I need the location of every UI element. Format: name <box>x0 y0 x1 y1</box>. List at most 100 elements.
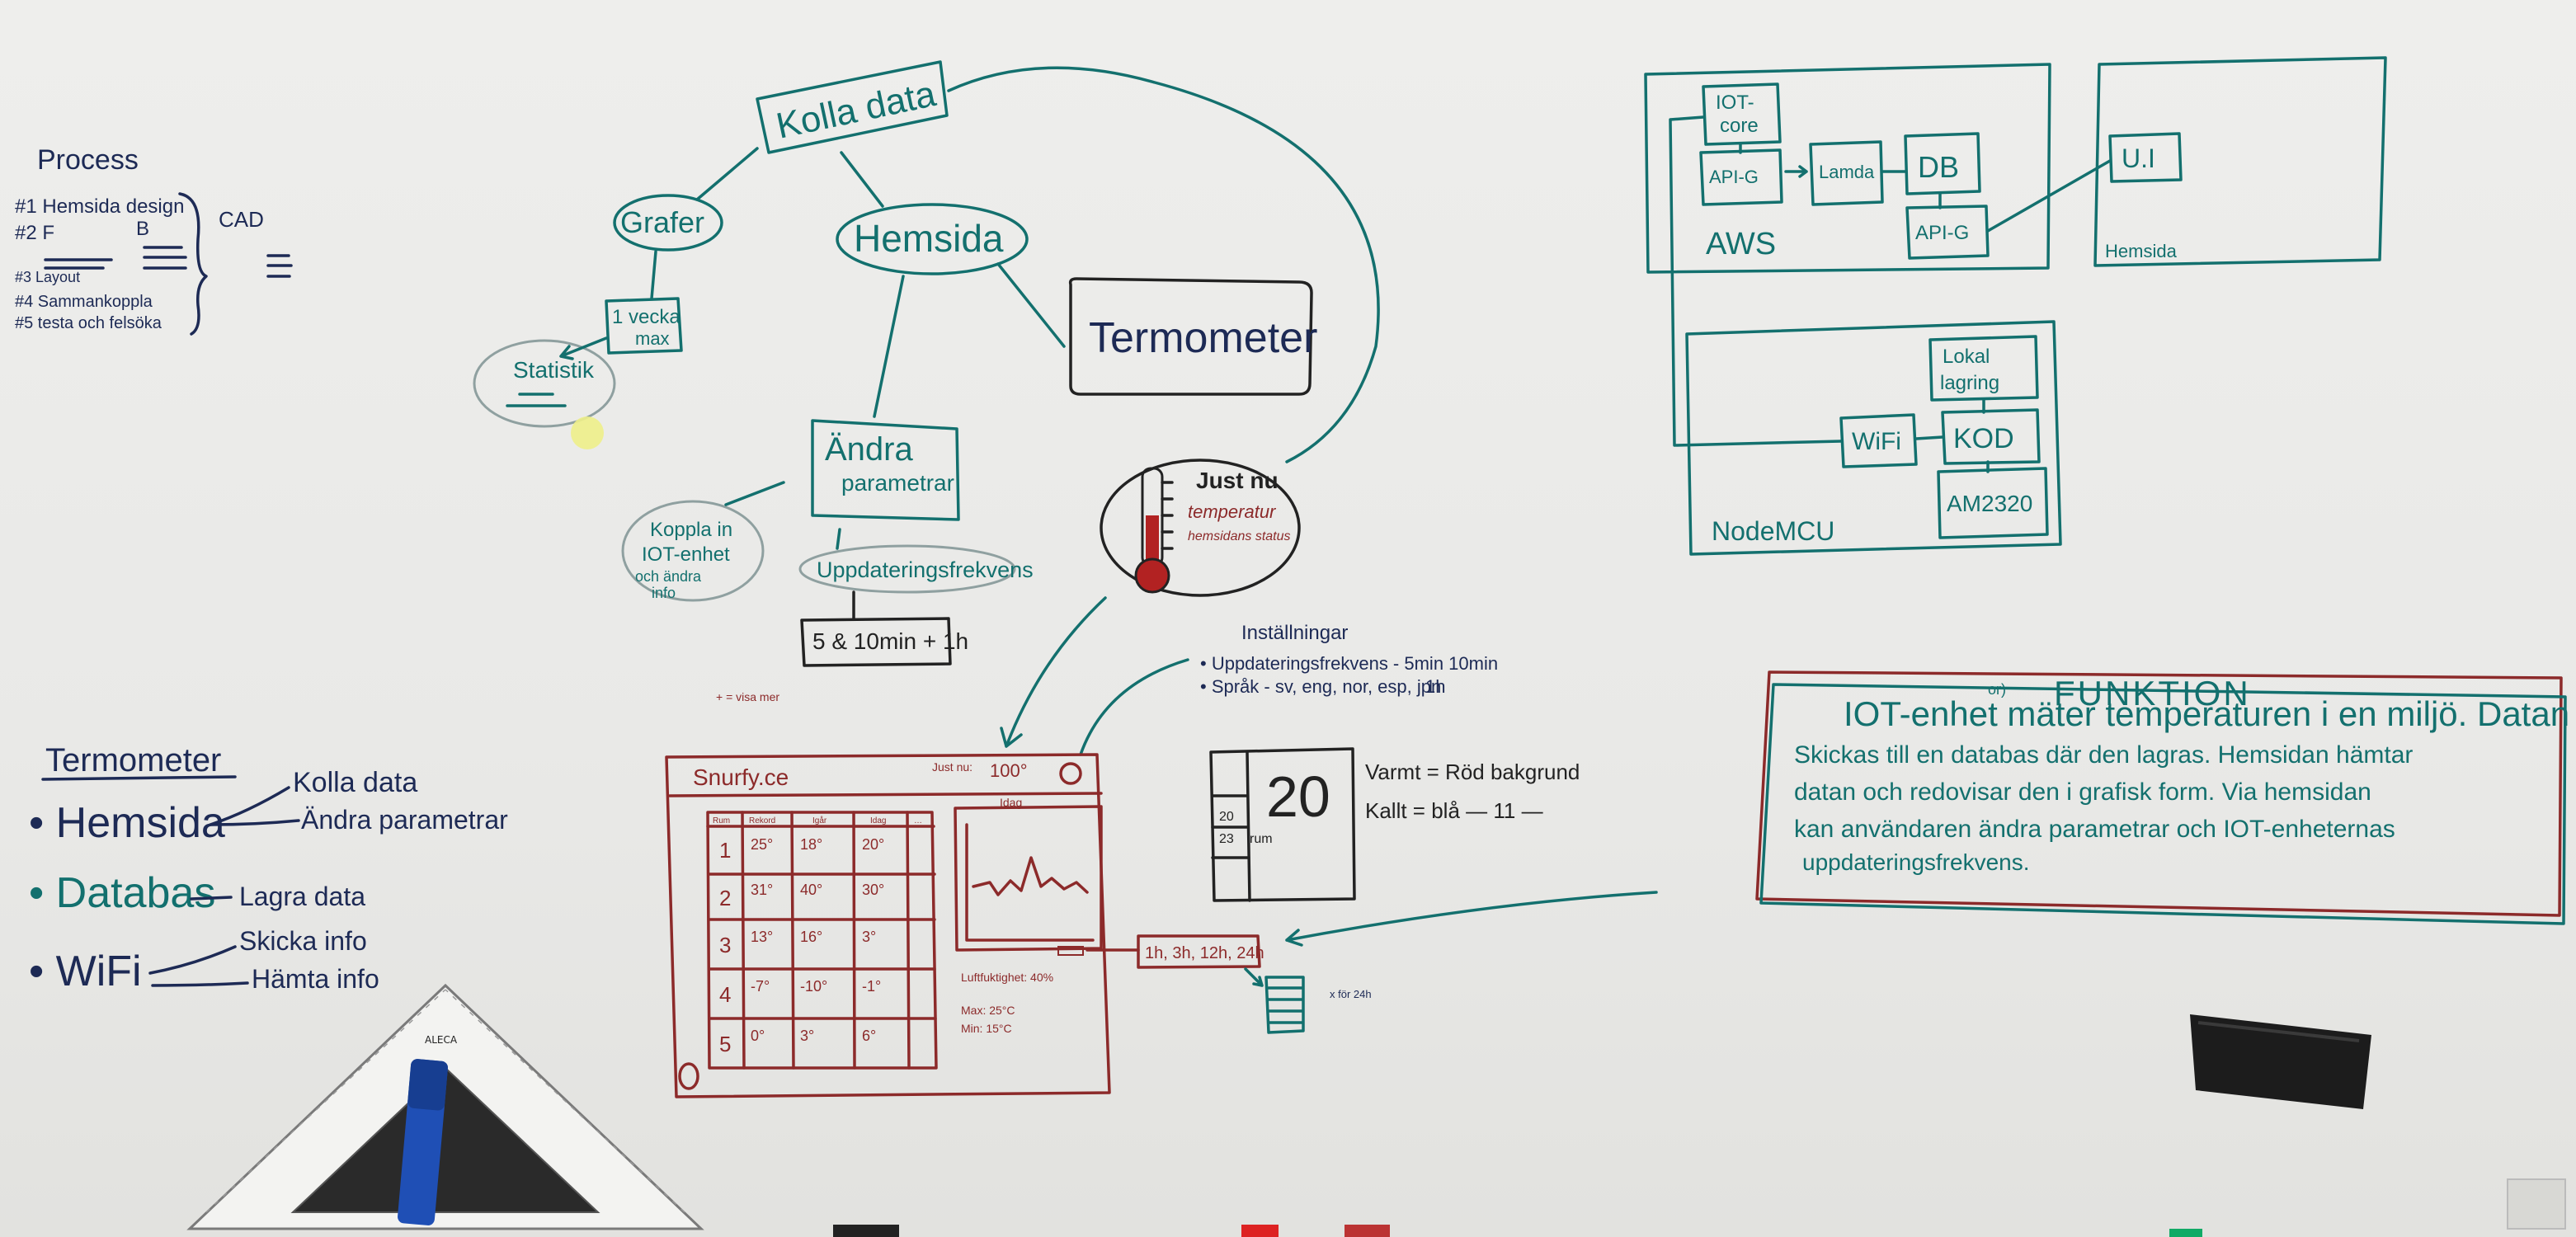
row-3-a: 13° <box>751 929 773 945</box>
aws-label: AWS <box>1706 227 1776 261</box>
lokal-label-1: Lokal <box>1943 346 1990 368</box>
sketch-just-nu: Just nu: <box>932 760 972 774</box>
thermo-ticks <box>1161 481 1174 550</box>
process-scribbles <box>44 246 293 278</box>
tray-marker-black <box>833 1225 899 1237</box>
termometer-box <box>1068 277 1313 396</box>
ui-box <box>2108 132 2183 183</box>
statistik-ellipse <box>473 339 616 428</box>
list-hemsida-branches <box>209 786 300 826</box>
koppla-label-4: info <box>652 585 676 601</box>
timeframes-label: 1h, 3h, 12h, 24h <box>1145 944 1264 962</box>
funktion-section: FUNKTION or) IOT-enhet mäter temperature… <box>1285 670 2569 947</box>
iot-core-box <box>1702 82 1782 146</box>
hemsida-link <box>840 151 884 208</box>
process-brace <box>178 192 208 336</box>
tray-marker-green <box>2169 1229 2202 1237</box>
sketch-brand: Snurfy.ce <box>693 764 789 790</box>
row-5-num: 5 <box>719 1032 731 1056</box>
process-line-4: #4 Sammankoppla <box>15 293 153 311</box>
sketch-col-3: Idag <box>870 816 886 825</box>
termometer-list-underline <box>41 775 237 781</box>
hemsida-ellipse <box>836 203 1029 275</box>
iot-core-label-2: core <box>1720 115 1759 137</box>
wifi-to-iot-link <box>1669 115 1843 447</box>
row-2-a: 31° <box>751 882 773 898</box>
list-wifi-branches <box>148 945 249 987</box>
circle-to-sketch-arrow <box>1000 596 1107 748</box>
vecka-link <box>650 250 657 300</box>
row-1-num: 1 <box>719 838 731 863</box>
hemsida-box <box>2093 56 2387 267</box>
sketch-col-2: Igår <box>812 816 827 825</box>
sketch-graph-line <box>972 856 1089 896</box>
installningar-section: Inställningar • Uppdateringsfrekvens - 5… <box>1079 622 1498 756</box>
statistik-subtext <box>506 393 567 407</box>
kolla-data-box <box>756 60 949 154</box>
api-to-ui-link <box>1986 159 2112 233</box>
graph-timeframe-button <box>1057 946 1084 956</box>
list-lagra: Lagra data <box>239 882 365 911</box>
sketch-header-line <box>668 792 1103 797</box>
process-line-2a: #2 F <box>15 222 54 244</box>
uppdatering-label: Uppdateringsfrekvens <box>817 557 1034 582</box>
hemsida-label: Hemsida <box>854 217 1004 260</box>
process-line-5: #5 testa och felsöka <box>15 314 162 332</box>
funktion-title: FUNKTION <box>2054 674 2251 713</box>
row-3-c: 3° <box>862 929 876 945</box>
mindmap-section: Kolla data Grafer Hemsida Termometer 1 v… <box>473 60 1380 748</box>
statistik-arrow <box>559 336 608 360</box>
ruler-scale <box>205 989 685 1213</box>
koppla-link <box>724 481 785 506</box>
lambda-box <box>1809 140 1884 206</box>
intervals-box <box>800 617 952 667</box>
per-24h-note: x för 24h <box>1330 988 1372 1000</box>
sketch-min: Min: 15°C <box>961 1022 1012 1035</box>
process-cad: CAD <box>219 207 264 232</box>
row-4-a: -7° <box>751 978 770 995</box>
list-hamta: Hämta info <box>252 964 379 994</box>
termometer-label: Termometer <box>1089 314 1317 362</box>
just-nu-temperatur: temperatur <box>1188 501 1277 522</box>
funktion-line-3: datan och redovisar den i grafisk form. … <box>1794 778 2371 806</box>
koppla-label-1: Koppla in <box>650 519 732 541</box>
api-to-lambda-arrow <box>1784 165 1808 178</box>
sensor-label: AM2320 <box>1947 491 2032 516</box>
widget-value: 20 <box>1266 764 1330 829</box>
row-3-num: 3 <box>719 933 731 957</box>
eraser-highlight <box>2197 1021 2360 1042</box>
funktion-line-4: kan användaren ändra parametrar och IOT-… <box>1794 816 2395 843</box>
widget-box <box>1209 747 1356 902</box>
yellow-smudge <box>571 416 604 449</box>
funktion-red-box <box>1755 670 2563 917</box>
widget-t2: 23 <box>1219 832 1234 846</box>
vecka-label-2: max <box>635 328 670 349</box>
widget-kallt: Kallt = blå — 11 — <box>1365 798 1543 823</box>
uppdatering-link <box>836 528 841 550</box>
koppla-label-2: IOT-enhet <box>642 543 730 566</box>
vecka-box <box>605 297 683 355</box>
row-3-b: 16° <box>800 929 822 945</box>
uppdatering-ellipse <box>798 544 1016 594</box>
iot-core-label-1: IOT- <box>1716 92 1754 114</box>
just-nu-label: Just nu <box>1196 468 1279 493</box>
andra-label-1: Ändra <box>825 431 913 468</box>
mini-list-icon <box>1264 976 1305 1034</box>
koppla-label-3: och ändra <box>635 568 702 585</box>
grafer-link <box>695 147 759 201</box>
row-5-c: 6° <box>862 1028 876 1044</box>
funktion-teal-box <box>1759 683 2567 925</box>
eraser-body <box>2190 1014 2371 1109</box>
sketch-table-grid <box>706 811 937 1070</box>
row-1-c: 20° <box>862 836 884 853</box>
termometer-link <box>996 262 1066 348</box>
ui-label: U.I <box>2122 143 2155 173</box>
lokal-label-2: lagring <box>1940 372 1999 394</box>
funktion-line-1: IOT-enhet mäter temperaturen i en miljö.… <box>1844 694 2569 733</box>
list-kolla: Kolla data <box>293 767 417 798</box>
row-1-b: 18° <box>800 836 822 853</box>
koppla-ellipse <box>621 500 765 602</box>
sketch-table <box>706 811 938 1070</box>
funktion-line-5: uppdateringsfrekvens. <box>1802 849 2030 875</box>
sketch-graph-label: Idag <box>1000 796 1022 809</box>
